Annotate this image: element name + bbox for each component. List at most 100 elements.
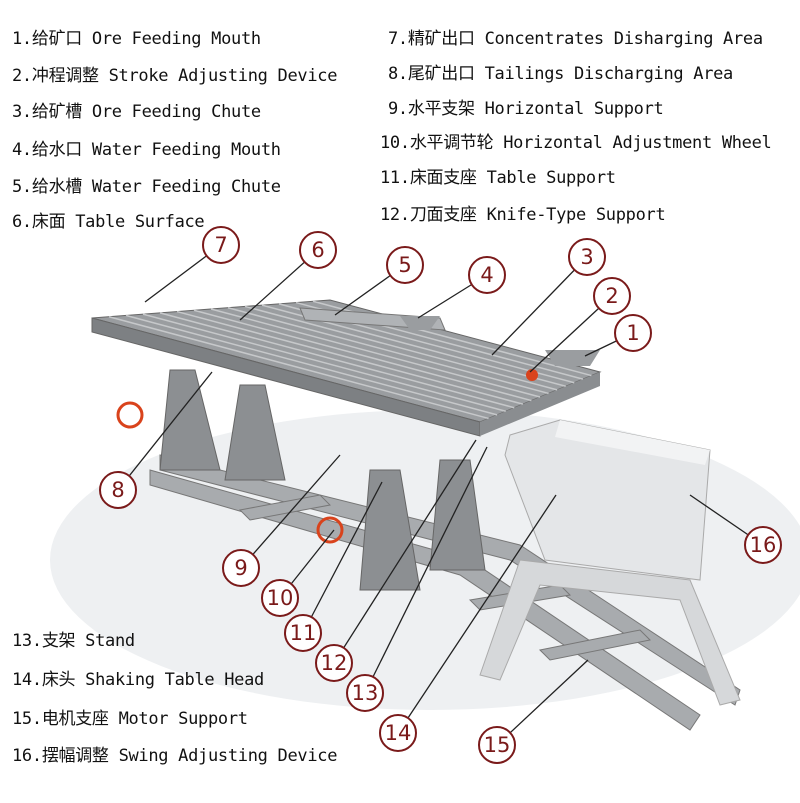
legend-number: 13. [12, 631, 42, 651]
riffle-line [159, 312, 515, 409]
callout-circle [315, 644, 353, 682]
leader-line [397, 494, 557, 734]
riffle-line [176, 310, 524, 405]
legend-item: 16.摆幅调整 Swing Adjusting Device [12, 741, 337, 766]
callout-number: 8 [111, 478, 124, 502]
callout-number: 4 [480, 263, 493, 287]
callout-circle [261, 579, 299, 617]
legend-item: 13.支架 Stand [12, 626, 135, 651]
legend-chinese: 给矿口 [31, 29, 92, 49]
callout-number: 6 [311, 238, 324, 262]
legend-number: 12. [380, 205, 410, 225]
horizontal-adjustment-wheel [316, 516, 344, 544]
legend-item: 7.精矿出口 Concentrates Disharging Area [388, 24, 763, 49]
legend-item: 14.床头 Shaking Table Head [12, 665, 264, 690]
legend-english: Ore Feeding Mouth [91, 29, 261, 49]
legend-item: 2.冲程调整 Stroke Adjusting Device [12, 61, 337, 86]
riffle-line [193, 309, 532, 402]
legend-number: 4. [12, 140, 32, 160]
legend-number: 15. [12, 709, 42, 729]
legend-item: 12.刀面支座 Knife-Type Support [380, 200, 666, 225]
callout-circle [222, 549, 260, 587]
legend-english: Shaking Table Head [85, 670, 264, 690]
riffle-line [108, 315, 489, 420]
legend-english: Water Feeding Mouth [91, 140, 281, 160]
callout-number: 5 [398, 253, 411, 277]
legend-english: Table Surface [75, 212, 205, 232]
legend-number: 16. [12, 746, 42, 766]
callout-circle [478, 726, 516, 764]
legend-number: 14. [12, 670, 42, 690]
riffle-line [244, 305, 558, 391]
legend-chinese: 床面支座 [409, 168, 487, 188]
legend-chinese: 给水口 [31, 140, 92, 160]
horizontal-adjustment-wheel [116, 401, 144, 429]
callout-circle [614, 314, 652, 352]
leader-line [491, 256, 588, 356]
legend-number: 10. [380, 133, 410, 153]
legend-chinese: 支架 [41, 631, 86, 651]
legend-english: Stand [85, 631, 135, 651]
legend-chinese: 冲程调整 [31, 66, 109, 86]
legend-item: 11.床面支座 Table Support [380, 163, 616, 188]
callout-circle [744, 526, 782, 564]
leader-line [117, 371, 213, 491]
callout-circle [593, 277, 631, 315]
legend-chinese: 水平调节轮 [409, 133, 504, 153]
riffle-line [142, 313, 506, 413]
legend-chinese: 床面 [31, 212, 76, 232]
riffle-line [125, 314, 498, 416]
shaking-table-head [479, 419, 741, 706]
leader-line [302, 481, 383, 634]
legend-number: 6. [12, 212, 32, 232]
leader-line [240, 454, 341, 569]
legend-number: 7. [388, 29, 408, 49]
riffle-line [210, 308, 541, 398]
legend-english: Concentrates Disharging Area [484, 29, 763, 49]
callout-circle [99, 471, 137, 509]
legend-chinese: 床头 [41, 670, 86, 690]
callout-circle [379, 714, 417, 752]
legend-item: 9.水平支架 Horizontal Support [388, 94, 664, 119]
callout-number: 9 [234, 556, 247, 580]
callout-circle [202, 226, 240, 264]
legend-item: 3.给矿槽 Ore Feeding Chute [12, 97, 261, 122]
legend-english: Motor Support [118, 709, 248, 729]
callout-number: 14 [385, 721, 412, 745]
legend-item: 6.床面 Table Surface [12, 207, 205, 232]
callout-number: 11 [290, 621, 317, 645]
legend-chinese: 电机支座 [41, 709, 119, 729]
callout-number: 15 [484, 733, 511, 757]
legend-chinese: 刀面支座 [409, 205, 487, 225]
legend-number: 5. [12, 177, 32, 197]
legend-item: 10.水平调节轮 Horizontal Adjustment Wheel [380, 128, 772, 153]
callout-circle [386, 246, 424, 284]
stand [159, 369, 486, 591]
callout-circle [284, 614, 322, 652]
callout-number: 2 [605, 284, 618, 308]
riffle-line [227, 306, 549, 395]
legend-english: Table Support [486, 168, 616, 188]
legend-chinese: 给水槽 [31, 177, 92, 197]
callout-circle [346, 674, 384, 712]
legend-number: 2. [12, 66, 32, 86]
legend-number: 1. [12, 29, 32, 49]
legend-item: 4.给水口 Water Feeding Mouth [12, 135, 281, 160]
callout-number: 7 [214, 233, 227, 257]
legend-english: Tailings Discharging Area [484, 64, 734, 84]
legend-item: 1.给矿口 Ore Feeding Mouth [12, 24, 261, 49]
legend-english: Knife-Type Support [486, 205, 666, 225]
callout-number: 13 [352, 681, 379, 705]
callout-number: 10 [267, 586, 294, 610]
legend-number: 11. [380, 168, 410, 188]
callout-circle [568, 238, 606, 276]
legend-item: 15.电机支座 Motor Support [12, 704, 248, 729]
legend-number: 8. [388, 64, 408, 84]
legend-english: Stroke Adjusting Device [108, 66, 338, 86]
leader-line [496, 659, 589, 746]
callout-number: 1 [626, 321, 639, 345]
legend-english: Swing Adjusting Device [118, 746, 338, 766]
legend-english: Horizontal Adjustment Wheel [503, 133, 772, 153]
ore-feeding-mouth [545, 350, 600, 366]
